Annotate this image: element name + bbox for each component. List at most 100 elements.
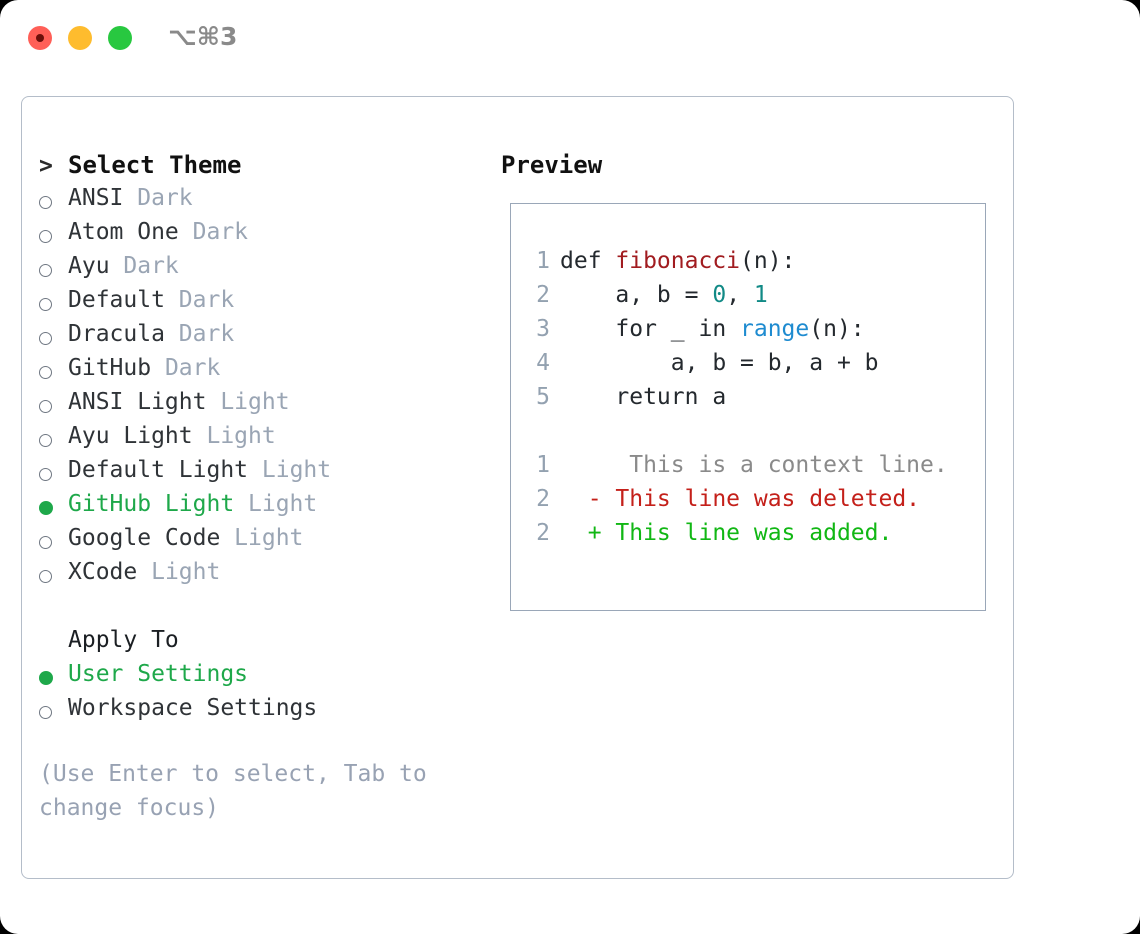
radio-unselected-icon[interactable] bbox=[39, 226, 68, 243]
line-number: 1 bbox=[536, 452, 550, 478]
maximize-button[interactable] bbox=[108, 26, 132, 50]
code-line: 1 def fibonacci(n): bbox=[526, 244, 948, 278]
code-line: 3 for _ in range(n): bbox=[526, 312, 948, 346]
line-number: 4 bbox=[536, 350, 550, 376]
radio-unselected-icon[interactable] bbox=[39, 192, 68, 209]
diff-line: 2 - This line was deleted. bbox=[526, 482, 948, 516]
code-text: def fibonacci(n): bbox=[560, 244, 795, 278]
radio-unselected-icon[interactable] bbox=[39, 566, 68, 583]
theme-option-row[interactable]: Ayu Light Light bbox=[39, 423, 479, 457]
radio-dot bbox=[39, 501, 53, 515]
code-line: 5 return a bbox=[526, 380, 948, 414]
theme-option-label: Atom One bbox=[68, 219, 193, 245]
code-token: def bbox=[560, 248, 616, 274]
radio-dot bbox=[39, 264, 52, 277]
code-token: (n): bbox=[740, 248, 796, 274]
theme-option-row[interactable]: GitHub Dark bbox=[39, 355, 479, 389]
radio-unselected-icon[interactable] bbox=[39, 702, 68, 719]
code-blank-line bbox=[526, 414, 948, 448]
apply-to-header-label: Apply To bbox=[68, 627, 179, 653]
code-token: fibonacci bbox=[615, 248, 741, 274]
theme-option-label: Default Light bbox=[68, 457, 262, 483]
theme-option-label: GitHub Light bbox=[68, 491, 249, 517]
code-text: a, b = b, a + b bbox=[560, 346, 879, 380]
theme-option-label: GitHub bbox=[68, 355, 165, 381]
radio-selected-icon[interactable] bbox=[39, 667, 68, 685]
radio-unselected-icon[interactable] bbox=[39, 362, 68, 379]
radio-dot bbox=[39, 671, 53, 685]
code-token: for _ in bbox=[560, 316, 741, 342]
theme-option-variant: Dark bbox=[178, 321, 235, 347]
apply-to-header: Apply To bbox=[39, 627, 479, 661]
theme-option-row[interactable]: XCode Light bbox=[39, 559, 479, 593]
theme-option-variant: Dark bbox=[178, 287, 235, 313]
line-number: 2 bbox=[536, 282, 550, 308]
code-token: range bbox=[740, 316, 810, 342]
theme-option-label: Google Code bbox=[68, 525, 235, 551]
theme-option-row[interactable]: Google Code Light bbox=[39, 525, 479, 559]
radio-unselected-icon[interactable] bbox=[39, 532, 68, 549]
theme-option-variant: Dark bbox=[192, 219, 249, 245]
theme-option-row[interactable]: Default Dark bbox=[39, 287, 479, 321]
preview-title: Preview bbox=[501, 151, 603, 179]
section-spacer bbox=[39, 593, 479, 627]
code-token: , bbox=[726, 282, 754, 308]
line-number: 1 bbox=[536, 248, 550, 274]
theme-option-row[interactable]: ANSI Light Light bbox=[39, 389, 479, 423]
code-token: a, b = bbox=[560, 282, 713, 308]
radio-unselected-icon[interactable] bbox=[39, 464, 68, 481]
apply-to-option-row[interactable]: Workspace Settings bbox=[39, 695, 479, 729]
theme-option-row[interactable]: Default Light Light bbox=[39, 457, 479, 491]
theme-option-variant: Light bbox=[248, 491, 318, 517]
theme-option-variant: Dark bbox=[123, 253, 179, 279]
theme-option-variant: Light bbox=[220, 389, 290, 415]
theme-option-label: Dracula bbox=[68, 321, 179, 347]
theme-list-header-label: Select Theme bbox=[68, 151, 242, 179]
theme-option-label: Ayu bbox=[68, 253, 124, 279]
radio-unselected-icon[interactable] bbox=[39, 396, 68, 413]
theme-option-row[interactable]: Dracula Dark bbox=[39, 321, 479, 355]
diff-text: - This line was deleted. bbox=[560, 486, 921, 512]
keyboard-shortcut-label: ⌥⌘3 bbox=[168, 22, 238, 51]
theme-option-variant: Dark bbox=[164, 355, 221, 381]
diff-text: + This line was added. bbox=[560, 520, 893, 546]
theme-option-label: ANSI Light bbox=[68, 389, 221, 415]
radio-unselected-icon[interactable] bbox=[39, 260, 68, 277]
line-number: 2 bbox=[536, 486, 550, 512]
theme-option-label: Ayu Light bbox=[68, 423, 207, 449]
minimize-button[interactable] bbox=[68, 26, 92, 50]
radio-dot bbox=[39, 434, 52, 447]
radio-unselected-icon[interactable] bbox=[39, 328, 68, 345]
theme-option-row[interactable]: GitHub Light Light bbox=[39, 491, 479, 525]
radio-unselected-icon[interactable] bbox=[39, 430, 68, 447]
keyboard-hint: (Use Enter to select, Tab to change focu… bbox=[39, 761, 427, 821]
theme-option-row[interactable]: ANSI Dark bbox=[39, 185, 479, 219]
code-text: a, b = 0, 1 bbox=[560, 278, 767, 312]
line-number: 5 bbox=[536, 384, 550, 410]
radio-dot bbox=[39, 298, 52, 311]
code-line: 4 a, b = b, a + b bbox=[526, 346, 948, 380]
radio-selected-icon[interactable] bbox=[39, 497, 68, 515]
theme-option-variant: Light bbox=[234, 525, 304, 551]
theme-option-label: XCode bbox=[68, 559, 152, 585]
radio-dot bbox=[39, 366, 52, 379]
theme-option-row[interactable]: Atom One Dark bbox=[39, 219, 479, 253]
radio-unselected-icon[interactable] bbox=[39, 294, 68, 311]
code-token: (n): bbox=[809, 316, 865, 342]
theme-option-row[interactable]: Ayu Dark bbox=[39, 253, 479, 287]
title-bar: ⌥⌘3 bbox=[0, 0, 1140, 78]
radio-dot bbox=[39, 468, 52, 481]
close-button[interactable] bbox=[28, 26, 52, 50]
radio-dot bbox=[39, 536, 52, 549]
radio-dot bbox=[39, 400, 52, 413]
diff-text: This is a context line. bbox=[560, 452, 948, 478]
apply-to-option-row[interactable]: User Settings bbox=[39, 661, 479, 695]
code-text: return a bbox=[560, 380, 726, 414]
radio-dot bbox=[39, 332, 52, 345]
